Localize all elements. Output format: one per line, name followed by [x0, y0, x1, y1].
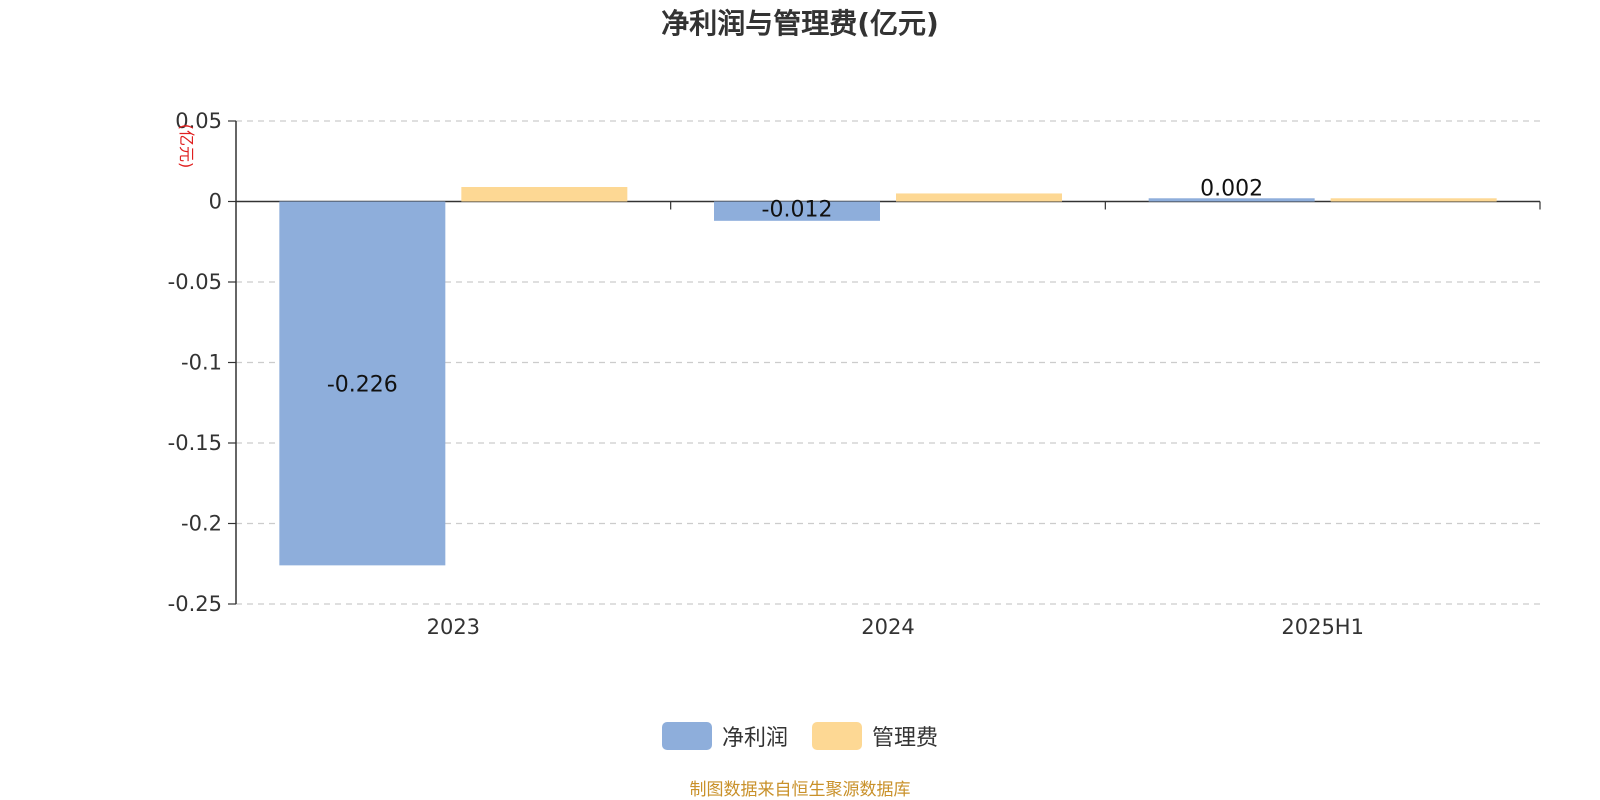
data-label: -0.226 [327, 372, 398, 397]
source-note: 制图数据来自恒生聚源数据库 [689, 780, 911, 800]
y-axis-unit-label: (亿元) [177, 124, 196, 169]
legend-label-management-fee: 管理费 [872, 726, 939, 751]
x-tick-label: 2024 [861, 615, 914, 639]
legend-swatch-management-fee [812, 722, 862, 750]
x-tick-label: 2025H1 [1281, 615, 1364, 639]
bar-management-fee [896, 193, 1062, 202]
legend-swatch-net-profit [661, 722, 712, 750]
chart-title: 净利润与管理费(亿元) [661, 7, 939, 40]
y-tick-label: -0.05 [168, 270, 222, 294]
data-label: 0.002 [1200, 177, 1263, 202]
y-tick-label: -0.25 [168, 592, 222, 616]
y-tick-label: -0.1 [181, 351, 222, 375]
bar-net-profit [279, 201, 446, 566]
x-tick-label: 2023 [427, 615, 480, 639]
legend: 净利润 管理费 [0, 720, 1600, 752]
bar-net-profit [714, 201, 880, 221]
legend-item-net-profit[interactable]: 净利润 [661, 720, 788, 752]
legend-item-management-fee[interactable]: 管理费 [812, 720, 938, 752]
y-tick-label: 0.05 [175, 109, 222, 133]
bar-management-fee [1330, 198, 1497, 202]
y-tick-label: -0.2 [181, 512, 222, 536]
y-tick-label: -0.15 [168, 431, 222, 455]
data-label: -0.012 [762, 198, 833, 223]
bar-management-fee [461, 187, 628, 202]
legend-label-net-profit: 净利润 [721, 726, 788, 751]
bar-net-profit [1148, 198, 1315, 202]
chart-plot: 0.05 0 -0.05 -0.1 -0.15 -0.2 -0.25 (亿元) 2023 -0.2… [168, 109, 1541, 639]
y-tick-label: 0 [209, 190, 222, 214]
